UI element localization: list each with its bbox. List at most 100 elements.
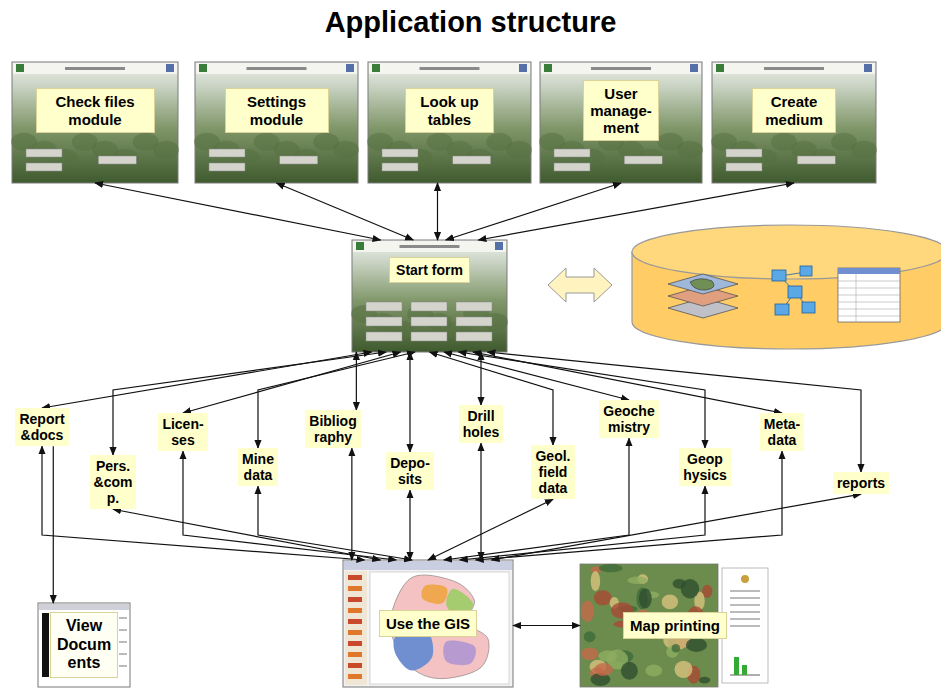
table-row <box>838 309 900 310</box>
connector-arrow <box>356 352 357 410</box>
screen-button <box>366 317 402 326</box>
node-text: Mine data <box>242 451 274 483</box>
topic-label: Geol. field data <box>531 445 574 499</box>
node-text: Depo- sits <box>390 455 430 487</box>
screen-button <box>98 156 136 164</box>
connector-arrow <box>258 352 415 448</box>
document-thumbnail: View Docum ents <box>38 603 130 687</box>
node-text: Pers. &com p. <box>94 458 133 506</box>
screenshot-frame <box>195 62 358 183</box>
screen-button <box>554 149 590 157</box>
legend-strip <box>348 641 362 646</box>
topic-label: Meta- data <box>760 413 805 451</box>
map-illustration <box>580 564 768 687</box>
map-patch <box>639 588 652 608</box>
document-line <box>119 665 127 667</box>
double-arrow <box>548 268 612 302</box>
print-page <box>722 568 768 683</box>
screenshot-frame <box>352 240 507 352</box>
network-box <box>788 286 802 298</box>
network-box <box>775 304 789 315</box>
connector-group <box>42 183 861 626</box>
page-line <box>730 597 760 599</box>
network-box <box>800 266 812 276</box>
legend-strip <box>348 575 362 580</box>
screenshot-illustration <box>194 62 359 183</box>
connector-arrow <box>428 499 553 560</box>
module-thumbnail: Settings module <box>195 62 358 183</box>
legend-strip <box>348 630 362 635</box>
map-patch <box>581 601 594 622</box>
logo-mark <box>166 64 174 72</box>
legend-strip <box>348 586 362 591</box>
topic-label: Report &docs <box>15 408 68 446</box>
connector-arrow <box>95 183 381 240</box>
map-patch <box>675 661 693 678</box>
map-patch <box>591 571 601 591</box>
tree-shape <box>153 141 179 159</box>
node-text: reports <box>837 475 885 491</box>
screenshot-illustration <box>351 240 508 352</box>
map-area <box>370 572 509 684</box>
table-row <box>838 288 900 289</box>
tree-shape <box>333 141 359 159</box>
node-text: Map printing <box>623 612 727 639</box>
diagram-title: Application structure <box>0 6 941 39</box>
legend-panel <box>345 571 367 685</box>
connector-arrow <box>446 183 621 240</box>
module-thumbnail: User manage- ment <box>540 62 702 183</box>
screenshot-header <box>13 63 177 74</box>
node-text: Create medium <box>752 88 836 133</box>
screen-button <box>453 156 491 164</box>
gis-thumbnail: Use the GIS <box>343 560 513 687</box>
map-patch <box>699 677 711 684</box>
map-layer-icon <box>668 274 738 294</box>
topic-label: Drill holes <box>459 405 504 443</box>
logo-mark <box>519 64 527 72</box>
map-patch <box>594 590 612 605</box>
legend-strip <box>348 674 362 679</box>
header-bar <box>591 67 651 70</box>
logo-mark <box>199 64 207 72</box>
connector-arrow <box>351 448 352 560</box>
map-patch <box>581 647 599 660</box>
connector-arrow <box>53 446 54 603</box>
table-row <box>838 281 900 282</box>
connector-arrow <box>458 352 705 448</box>
page-line <box>730 618 760 620</box>
geology-unit <box>421 585 447 604</box>
module-thumbnail: Look up tables <box>368 62 531 183</box>
connector-arrow <box>513 625 580 626</box>
connector-arrow <box>444 352 629 400</box>
connector-arrow <box>491 494 861 560</box>
document-line <box>119 641 127 643</box>
logo-mark <box>716 64 724 72</box>
screenshot-header <box>541 63 701 74</box>
screen-button <box>411 332 447 341</box>
screen-button <box>280 156 318 164</box>
tree-shape <box>851 141 877 159</box>
database-cylinder <box>632 225 941 349</box>
logo-mark <box>356 242 364 250</box>
logo-mark <box>690 64 698 72</box>
start-form-thumbnail: Start form <box>352 240 507 352</box>
header-bar <box>247 67 307 70</box>
screen-button <box>26 163 62 171</box>
screenshot-frame <box>712 62 876 183</box>
map-patch <box>662 594 678 609</box>
logo-mark <box>864 64 872 72</box>
node-text: User manage- ment <box>583 80 659 142</box>
legend-strip <box>348 597 362 602</box>
connector-arrow <box>476 451 782 560</box>
screen-button <box>624 156 662 164</box>
legend-strip <box>348 608 362 613</box>
map-patch <box>621 662 638 680</box>
connector-arrow <box>430 352 553 445</box>
document-line <box>119 629 127 631</box>
node-text: Check files module <box>36 88 155 133</box>
logo-mark <box>495 242 503 250</box>
topic-label: Mine data <box>238 448 278 486</box>
header-bar <box>65 67 125 70</box>
topic-label: Geop hysics <box>679 448 731 486</box>
